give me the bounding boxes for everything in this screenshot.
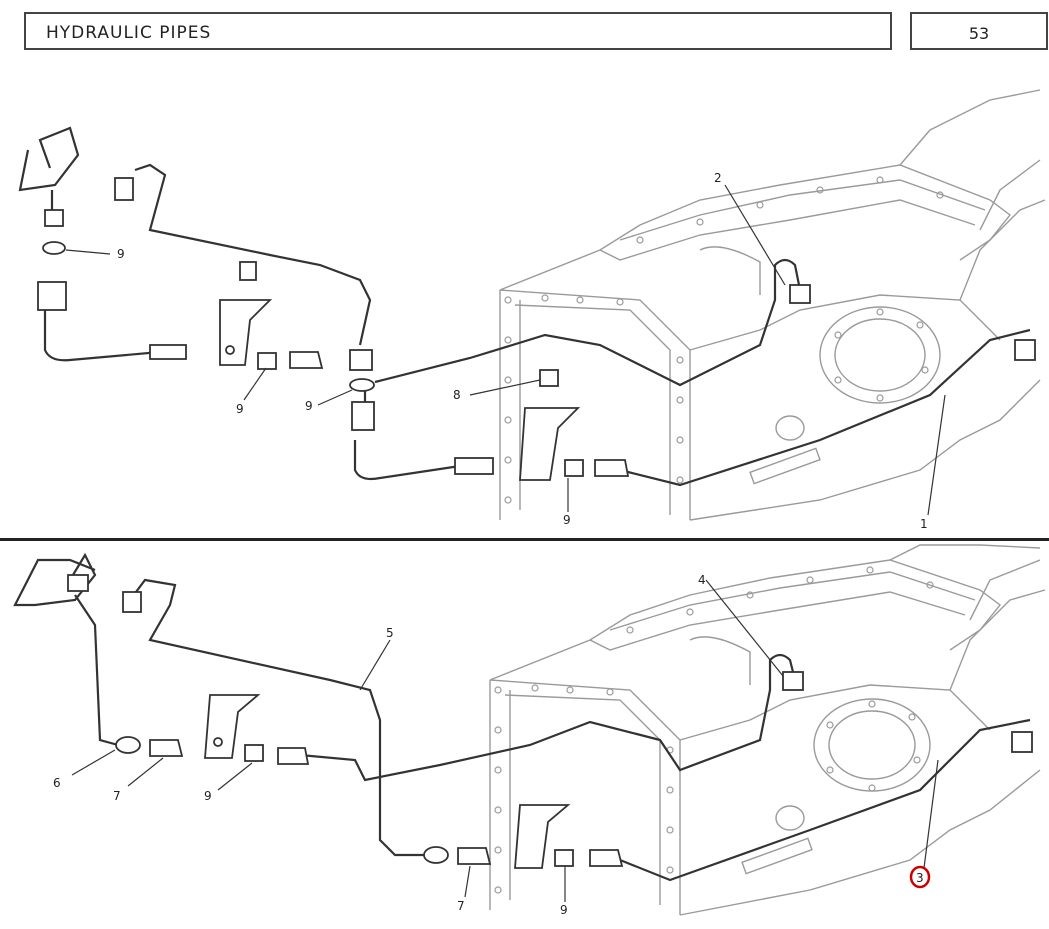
highlight-circle [909,865,931,889]
bottom-leader-lines [71,579,939,902]
bottom-callouts: 6 7 9 5 4 7 9 3 [53,573,931,917]
callout-9-b: 9 [236,402,244,416]
callout-9-a: 9 [117,247,125,261]
page-title: HYDRAULIC PIPES [46,23,212,43]
title-box: HYDRAULIC PIPES [24,12,892,50]
panel-divider [0,538,1049,541]
callout-9-e: 9 [204,789,212,803]
callout-6: 6 [53,776,61,790]
callout-9-c: 9 [305,399,313,413]
top-leader-lines [65,184,946,516]
callout-7-b: 7 [457,899,465,913]
callout-4: 4 [698,573,706,587]
top-pipes [18,126,1031,487]
callout-7-a: 7 [113,789,121,803]
callout-9-f: 9 [560,903,568,917]
callout-9-d: 9 [563,513,571,527]
page-number-box: 53 [910,12,1048,50]
callout-1: 1 [920,517,928,531]
callout-3-highlighted: 3 [916,871,924,885]
callout-8: 8 [453,388,461,402]
top-fittings [37,177,1036,481]
bottom-bolt-holes [494,566,934,894]
top-bolt-holes [504,176,944,504]
bottom-housing [489,544,1046,916]
callout-2: 2 [714,171,722,185]
bottom-fittings [67,574,1033,869]
callout-5: 5 [386,626,394,640]
top-callouts: 9 9 9 8 9 2 1 [117,171,928,531]
page-number: 53 [968,24,990,43]
